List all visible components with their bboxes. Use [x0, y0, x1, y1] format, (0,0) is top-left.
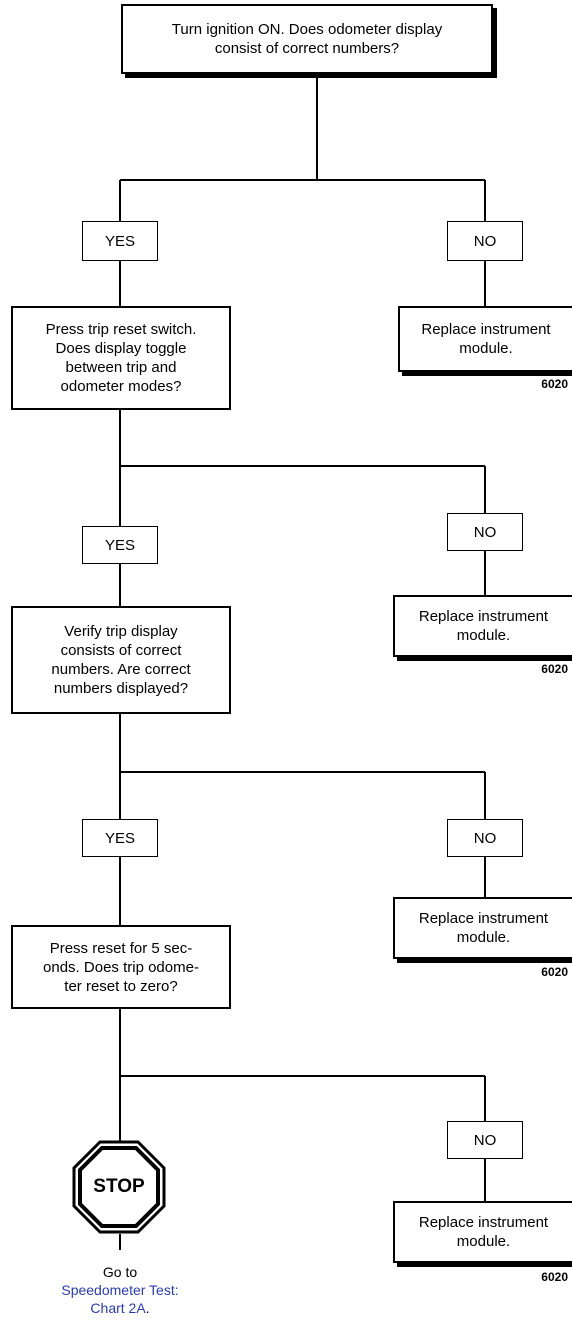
no-label-3: NO — [447, 819, 523, 857]
question-box-2: Verify trip display consists of correct … — [11, 606, 231, 714]
question-text-3: Press reset for 5 sec- onds. Does trip o… — [43, 939, 199, 995]
goto-suffix: . — [145, 1300, 150, 1316]
action-box-1: Replace instrument module. — [398, 306, 572, 372]
code-label-3: 6020 — [541, 965, 568, 979]
start-question-text: Turn ignition ON. Does odometer display … — [171, 21, 443, 57]
no-label-text: NO — [473, 829, 497, 847]
yes-label-text: YES — [104, 829, 135, 847]
yes-label-2: YES — [82, 526, 158, 564]
no-label-text: NO — [473, 1131, 497, 1149]
no-label-text: NO — [473, 523, 497, 541]
action-box-3: Replace instrument module. — [393, 897, 572, 959]
action-text-1: Replace instrument module. — [421, 321, 551, 357]
no-label-1: NO — [447, 221, 523, 261]
stop-sign: STOP — [72, 1140, 166, 1234]
yes-label-text: YES — [104, 232, 135, 250]
yes-label-text: YES — [104, 536, 135, 554]
yes-label-1: YES — [82, 221, 158, 261]
question-box-3: Press reset for 5 sec- onds. Does trip o… — [11, 925, 231, 1009]
question-text-2: Verify trip display consists of correct … — [51, 623, 191, 697]
yes-label-3: YES — [82, 819, 158, 857]
action-box-2: Replace instrument module. — [393, 595, 572, 657]
speedometer-test-link[interactable]: Speedometer Test: — [61, 1282, 179, 1298]
no-label-4: NO — [447, 1121, 523, 1159]
question-text-1: Press trip reset switch. Does display to… — [45, 321, 197, 395]
action-text-3: Replace instrument module. — [418, 910, 549, 946]
goto-instruction: Go to Speedometer Test: Chart 2A. — [20, 1263, 220, 1317]
start-question-box: Turn ignition ON. Does odometer display … — [121, 4, 493, 74]
code-label-4: 6020 — [541, 1270, 568, 1284]
code-label-2: 6020 — [541, 662, 568, 676]
no-label-2: NO — [447, 513, 523, 551]
action-box-4: Replace instrument module. — [393, 1201, 572, 1263]
goto-prefix: Go to — [102, 1264, 138, 1280]
action-text-2: Replace instrument module. — [418, 608, 549, 644]
code-label-1: 6020 — [541, 377, 568, 391]
chart-2a-link[interactable]: Chart 2A — [90, 1300, 146, 1316]
question-box-1: Press trip reset switch. Does display to… — [11, 306, 231, 410]
stop-octagon-icon — [72, 1140, 166, 1234]
action-text-4: Replace instrument module. — [418, 1214, 549, 1250]
no-label-text: NO — [473, 232, 497, 250]
stop-text: STOP — [93, 1176, 145, 1197]
